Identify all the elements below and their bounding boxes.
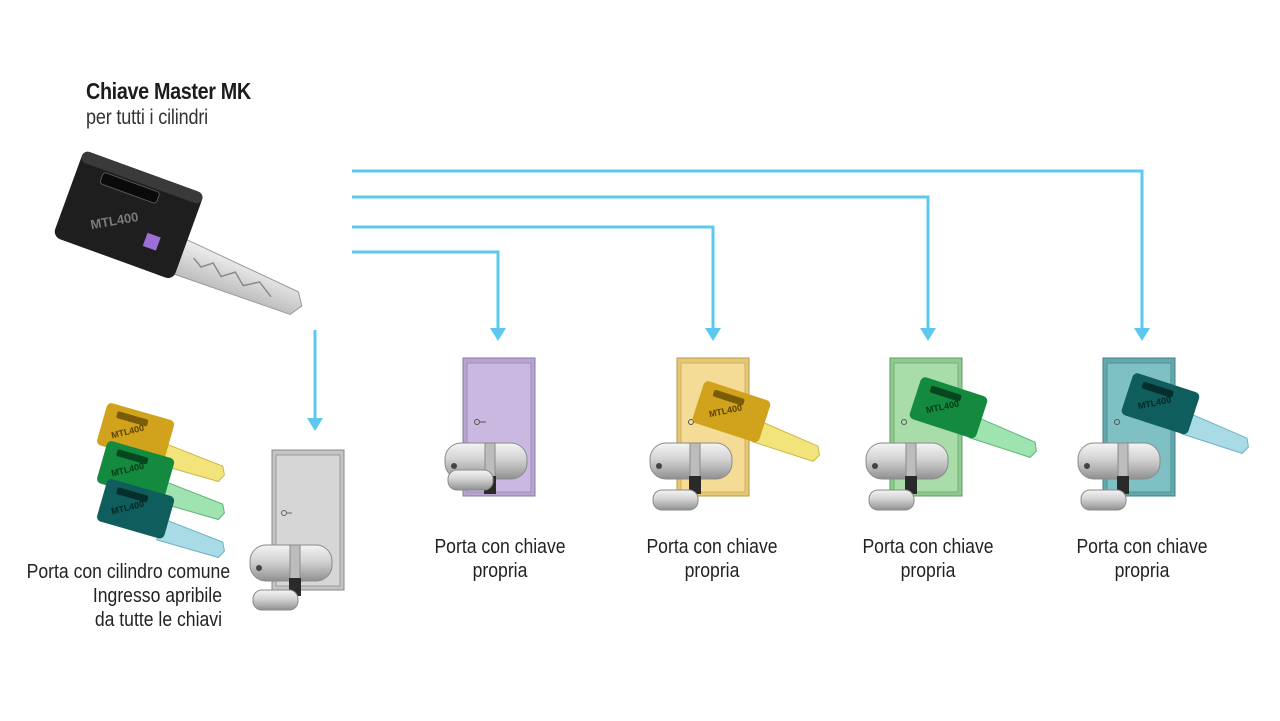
arrowhead-door-violet bbox=[490, 328, 506, 341]
caption-door-violet: Porta con chiave propria bbox=[430, 535, 571, 583]
caption-door-yellow: Porta con chiave propria bbox=[642, 535, 783, 583]
caption-door-green: Porta con chiave propria bbox=[858, 535, 999, 583]
diagram-subtitle: per tutti i cilindri bbox=[86, 106, 209, 129]
arrowhead-door-green bbox=[920, 328, 936, 341]
diagram-title: Chiave Master MK bbox=[86, 78, 251, 104]
cylinder-yellow-door bbox=[649, 442, 733, 511]
caption-line: Porta con chiave bbox=[1076, 536, 1208, 558]
key-green-door: MTL400 bbox=[909, 377, 1037, 458]
master-key: MTL400 bbox=[54, 151, 303, 315]
common-door-keys: MTL400 MTL400 MTL400 bbox=[97, 403, 225, 559]
caption-line: da tutte le chiavi bbox=[94, 609, 222, 631]
caption-line: Porta con chiave bbox=[862, 536, 994, 558]
cylinder-violet-door bbox=[444, 442, 528, 494]
caption-common-door: Porta con cilindro comune Ingresso aprib… bbox=[26, 560, 231, 632]
caption-line: propria bbox=[900, 560, 956, 582]
arrow-to-door-violet bbox=[352, 250, 500, 328]
caption-line: Ingresso apribile bbox=[92, 585, 222, 607]
caption-line: Porta con cilindro comune bbox=[26, 561, 231, 583]
arrow-to-door-teal bbox=[352, 169, 1144, 328]
arrowhead-common-door bbox=[307, 418, 323, 431]
arrowhead-door-yellow bbox=[705, 328, 721, 341]
cylinder-common bbox=[249, 544, 333, 611]
cylinder-teal-door bbox=[1077, 442, 1161, 511]
key-teal-door: MTL400 bbox=[1121, 373, 1249, 454]
arrow-to-door-yellow bbox=[352, 225, 715, 328]
caption-line: propria bbox=[472, 560, 528, 582]
caption-line: propria bbox=[684, 560, 740, 582]
arrowhead-door-teal bbox=[1134, 328, 1150, 341]
caption-door-teal: Porta con chiave propria bbox=[1072, 535, 1213, 583]
caption-line: Porta con chiave bbox=[434, 536, 566, 558]
caption-line: Porta con chiave bbox=[646, 536, 778, 558]
caption-line: propria bbox=[1114, 560, 1170, 582]
arrow-to-door-green bbox=[352, 195, 930, 328]
key-yellow-door: MTL400 bbox=[692, 381, 820, 462]
cylinder-green-door bbox=[865, 442, 949, 511]
connector-arrows bbox=[307, 169, 1150, 431]
